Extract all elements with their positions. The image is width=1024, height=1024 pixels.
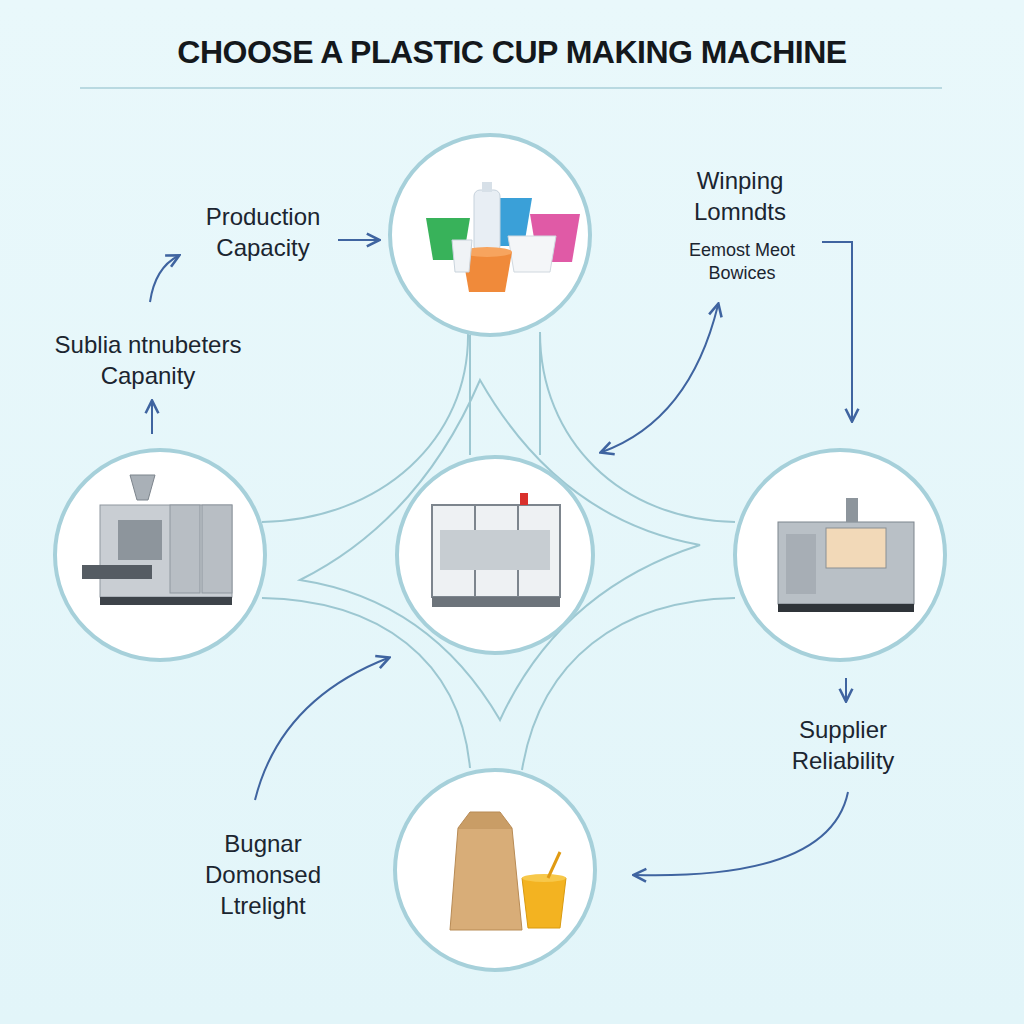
- machine-illustration-center: [432, 493, 560, 607]
- flow-arrows: [150, 240, 852, 875]
- factor-label: Bugnar Domonsed Ltrelight: [183, 828, 343, 922]
- factor-label: Sublia ntnubeters Capanity: [23, 329, 273, 391]
- circle-frames: [55, 135, 945, 970]
- connecting-ribbons: [262, 332, 735, 770]
- title-rule: [80, 87, 942, 89]
- factor-label: Production Capacity: [183, 201, 343, 263]
- machine-illustration-left: [82, 475, 232, 605]
- machine-illustration-right: [778, 498, 914, 612]
- diagram-title: CHOOSE A PLASTIC CUP MAKING MACHINE: [0, 34, 1024, 71]
- factor-label: Supplier Reliability: [758, 714, 928, 776]
- paper-bag-and-cup-illustration: [450, 812, 566, 930]
- factor-label: Eemost Meot Bowices: [667, 239, 817, 286]
- plastic-cups-illustration: [426, 182, 580, 292]
- factor-label: Winping Lomndts: [655, 165, 825, 227]
